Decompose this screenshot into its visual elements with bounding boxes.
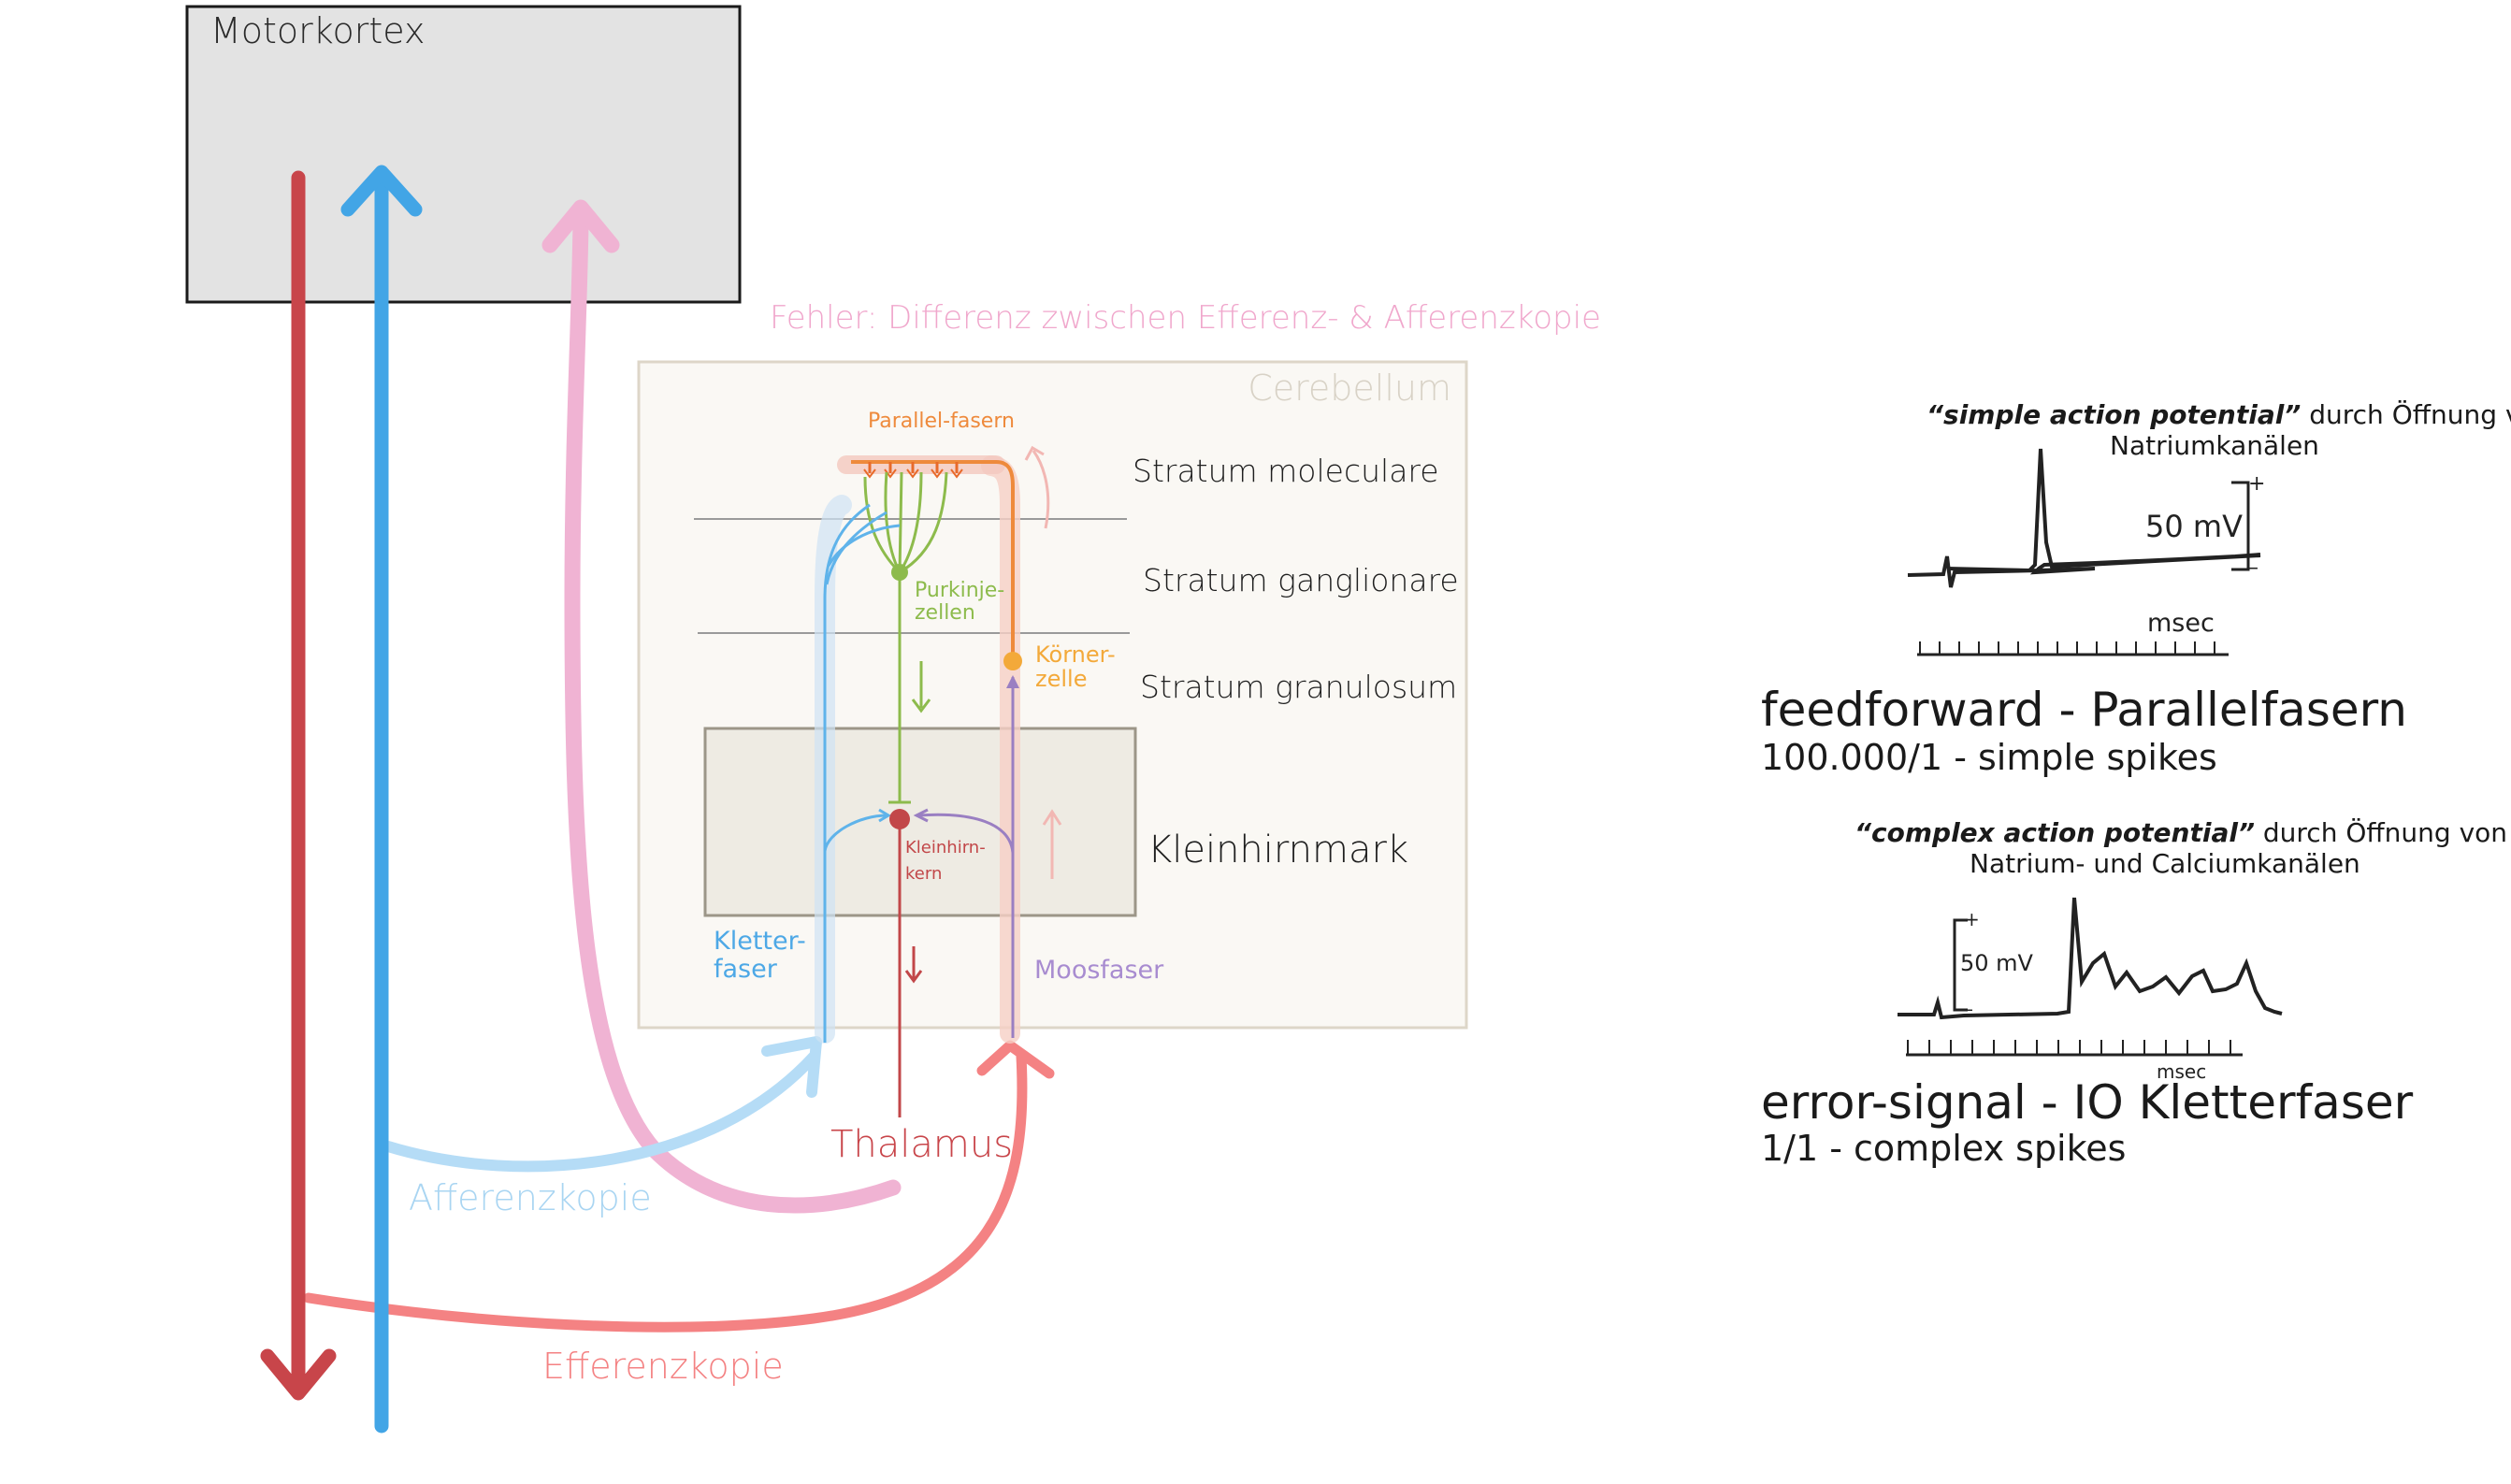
granule-label-line2: zelle [1035, 666, 1087, 692]
simple-spike-panel: “simple action potential” durch Öffnung … [1761, 398, 2511, 778]
mossy-fiber [913, 675, 1019, 1038]
efferent-copy-arrow [303, 1040, 1055, 1333]
motor-cortex-box: Motorkortex [185, 5, 742, 304]
nucleus-label-line1: Kleinhirn- [905, 838, 986, 857]
complex-minus: – [1964, 998, 1973, 1020]
climbing-fiber [823, 503, 901, 1043]
granule-label-line1: Körner- [1035, 641, 1116, 668]
medulla-box [703, 727, 1137, 917]
afferent-copy-arrow [382, 1036, 822, 1173]
complex-trace [1898, 897, 2283, 1020]
purkinje-label-line2: zellen [915, 601, 975, 625]
simple-title-line2: Natriumkanälen [2110, 430, 2319, 461]
parallel-fibers [851, 460, 1015, 659]
simple-time-label: msec [2147, 609, 2215, 638]
layer-label-ganglionic: Stratum ganglionare [1143, 562, 1459, 598]
layer-label-granular: Stratum granulosum [1140, 669, 1457, 705]
climbing-fiber-label-line2: faser [714, 955, 778, 984]
simple-time-ticks [1917, 641, 2229, 656]
simple-heading: feedforward - Parallelfasern [1761, 683, 2407, 737]
purkinje-label-line1: Purkinje- [915, 579, 1004, 602]
cerebellar-nucleus [889, 809, 910, 1117]
complex-title-line2: Natrium- und Calciumkanälen [1970, 848, 2360, 879]
complex-time-label: msec [2157, 1060, 2206, 1083]
motor-cortex-label: Motorkortex [210, 10, 425, 51]
complex-heading: error-signal - IO Kletterfaser [1761, 1075, 2414, 1130]
climbing-fiber-label-line1: Kletter- [714, 927, 806, 956]
efferent-copy-label: Efferenzkopie [542, 1346, 784, 1387]
cerebellum-box: Cerebellum [637, 360, 1468, 1030]
complex-title-line1: “complex action potential” durch Öffnung… [1854, 816, 2507, 848]
simple-plus: + [2248, 472, 2265, 496]
complex-time-ticks [1906, 1040, 2243, 1057]
complex-plus: + [1964, 908, 1980, 930]
parallel-fibers-label: Parallel-fasern [868, 410, 1015, 433]
error-label: Fehler: Differenz zwischen Efferenz- & A… [770, 299, 1601, 337]
efferent-arrow [260, 170, 337, 1401]
nucleus-label-line2: kern [905, 864, 942, 884]
complex-scale-label: 50 mV [1960, 950, 2034, 976]
simple-title-line1: “simple action potential” durch Öffnung … [1927, 398, 2511, 430]
complex-spike-panel: “complex action potential” durch Öffnung… [1761, 816, 2507, 1169]
afferent-arrow [340, 165, 423, 1434]
layer-label-medulla: Kleinhirnmark [1147, 828, 1408, 872]
simple-scale-label: 50 mV [2145, 509, 2243, 544]
error-arrow [541, 199, 902, 1214]
layer-label-molecular: Stratum moleculare [1133, 453, 1439, 489]
simple-sub: 100.000/1 - simple spikes [1761, 737, 2217, 778]
mossy-fiber-label: Moosfaser [1034, 956, 1164, 985]
afferent-copy-label: Afferenzkopie [409, 1177, 652, 1218]
cerebellum-label: Cerebellum [1248, 367, 1451, 409]
simple-minus: – [2248, 556, 2258, 580]
granule-cell [1003, 652, 1022, 670]
complex-sub: 1/1 - complex spikes [1761, 1128, 2126, 1169]
parallel-flow-arrow [1032, 450, 1050, 529]
thalamus-label: Thalamus [830, 1123, 1013, 1166]
